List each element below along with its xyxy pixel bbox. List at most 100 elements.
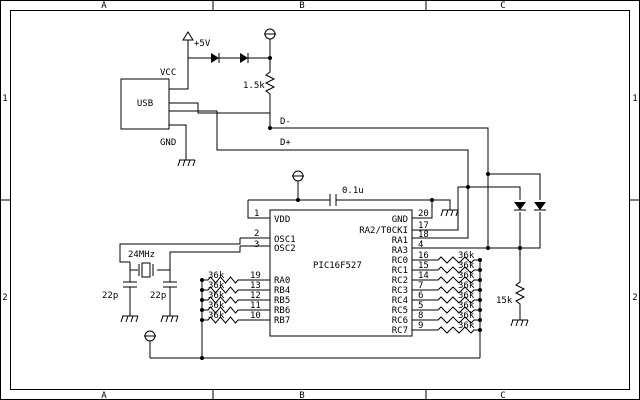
pulldown-value: 15k [496,296,513,306]
pin-num-rc2: 14 [418,271,429,281]
left-resistor-value: 36k [208,281,225,291]
pin-name-rc2: RC2 [392,276,408,286]
junction-dot [478,328,482,332]
right-resistor [432,326,480,334]
ground-usb-icon [177,159,196,167]
pin-name-rc7: RC7 [392,326,408,336]
junction-dot [478,258,482,262]
left-resistor [202,306,244,314]
pin-num-rb4: 13 [250,281,261,291]
crystal-frequency: 24MHz [128,250,155,260]
frame-row-2-left: 2 [2,293,7,303]
pin-name-rb6: RB6 [274,306,290,316]
pin-name-rc4: RC4 [392,296,408,306]
junction-dot [200,318,204,322]
bottom-rail-wires [149,341,480,360]
frame-col-c-bottom: C [500,391,505,400]
right-resistor [432,306,480,314]
pin-name-rc6: RC6 [392,316,408,326]
frame-col-b-top: B [299,1,304,11]
crystal-symbol [138,262,154,278]
left-resistor [202,316,244,324]
junction-dot [478,318,482,322]
pin-num-rc7: 9 [418,321,423,331]
pin-num-ra2: 17 [418,221,429,231]
pin-name-osc1: OSC1 [274,235,296,245]
pin-num-ra3: 4 [418,240,423,250]
pin-name-rc0: RC0 [392,256,408,266]
ground-mcu-icon [440,209,459,217]
junction-dot [200,278,204,282]
pullup-value: 1.5k [243,81,265,91]
usb-wires [169,40,489,187]
right-resistor [432,256,480,264]
junction-dot [478,268,482,272]
diode-chain [187,40,272,63]
pin-num-rc0: 16 [418,251,429,261]
right-resistor [432,276,480,284]
usb-label: USB [137,99,153,109]
pin-num-vdd: 1 [254,209,259,219]
right-resistor [432,266,480,274]
mcu-right-pins [412,217,432,331]
left-resistor [202,296,244,304]
data-line-wires [432,172,541,250]
pin-num-rb5: 12 [250,291,261,301]
left-resistor-value: 36k [208,311,225,321]
pin-name-osc2: OSC2 [274,244,296,254]
pin-num-gnd: 20 [418,209,429,219]
pin-num-rc3: 7 [418,281,423,291]
pin-num-ra1: 18 [418,230,429,240]
pin-name-vdd: VDD [274,215,290,225]
left-resistor-value: 36k [208,271,225,281]
right-resistor [432,286,480,294]
right-resistor-value: 36k [458,301,475,311]
junction-dot [478,278,482,282]
right-resistor-value: 36k [458,261,475,271]
frame-col-c-top: C [500,1,505,11]
pin-name-rc5: RC5 [392,306,408,316]
frame-col-a-top: A [101,1,107,11]
pin-num-rc4: 6 [418,291,423,301]
pin-name-rb7: RB7 [274,316,290,326]
supply-triangle-symbol [182,31,194,41]
pullup-resistor [264,58,276,130]
junction-dot [478,308,482,312]
junction-dot [478,298,482,302]
crystal-cap-left [120,281,139,323]
junction-dot [200,298,204,302]
right-resistor [432,296,480,304]
pin-num-ra0: 19 [250,271,261,281]
right-resistor-value: 36k [458,321,475,331]
supply-label: +5V [194,39,211,49]
pin-name-rb4: RB4 [274,286,290,296]
left-resistor [202,286,244,294]
pulldown-resistor [510,248,529,327]
frame-row-1-left: 1 [2,94,7,104]
mcu-name: PIC16F527 [313,261,362,271]
frame-row-1-right: 1 [632,94,637,104]
right-resistor-value: 36k [458,251,475,261]
crystal-cap-left-value: 22p [102,291,118,301]
right-resistor [432,316,480,324]
clamp-diodes [514,202,546,211]
decoupling-value: 0.1u [342,186,364,196]
usb-dplus-label: D+ [280,138,291,148]
rail-circle-top-icon [264,28,276,58]
usb-vcc-label: VCC [160,68,176,78]
crystal-cap-right-value: 22p [150,291,166,301]
pin-num-osc1: 2 [254,229,259,239]
frame-row-2-right: 2 [632,293,637,303]
pin-name-rc1: RC1 [392,266,408,276]
right-resistor-value: 36k [458,311,475,321]
pin-name-ra2: RA2/T0CKI [359,226,408,236]
junction-dot [478,288,482,292]
pin-num-rc1: 15 [418,261,429,271]
right-resistor-value: 36k [458,291,475,301]
right-resistor-value: 36k [458,271,475,281]
junction-dot [200,288,204,292]
mcu-body [269,209,413,337]
rail-circle-mcu-icon [292,170,304,200]
